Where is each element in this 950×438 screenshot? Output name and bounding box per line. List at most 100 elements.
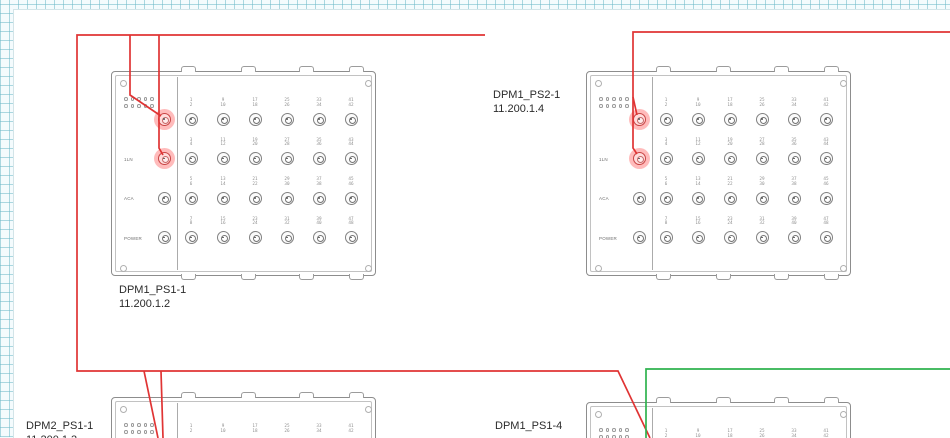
port-2-3[interactable] — [249, 152, 262, 165]
port-2-2[interactable] — [217, 152, 230, 165]
panel-divider — [177, 403, 178, 438]
port-3-4[interactable] — [281, 192, 294, 205]
mount-tab — [349, 392, 364, 398]
port-number: 47 48 — [823, 218, 828, 228]
port-number: 31 32 — [284, 218, 289, 228]
status-led — [625, 97, 629, 101]
port-3-3[interactable] — [724, 192, 737, 205]
port-number: 29 30 — [284, 178, 289, 188]
port-number: 33 34 — [316, 99, 321, 109]
port-1-1[interactable] — [660, 113, 673, 126]
mount-tab — [241, 274, 256, 280]
port-left-4[interactable] — [158, 231, 171, 244]
port-4-3[interactable] — [724, 231, 737, 244]
mount-tab — [241, 392, 256, 398]
port-4-5[interactable] — [313, 231, 326, 244]
port-left-1[interactable] — [633, 113, 646, 126]
port-number: 15 16 — [695, 218, 700, 228]
port-4-4[interactable] — [756, 231, 769, 244]
status-led — [124, 423, 128, 427]
port-3-5[interactable] — [788, 192, 801, 205]
port-number: 21 22 — [252, 178, 257, 188]
port-2-6[interactable] — [345, 152, 358, 165]
port-3-4[interactable] — [756, 192, 769, 205]
port-1-2[interactable] — [217, 113, 230, 126]
port-4-6[interactable] — [820, 231, 833, 244]
port-1-1[interactable] — [185, 113, 198, 126]
port-number: 25 26 — [284, 425, 289, 435]
port-number: 45 46 — [348, 178, 353, 188]
port-2-3[interactable] — [724, 152, 737, 165]
port-number: 35 36 — [791, 139, 796, 149]
mount-ear-right — [849, 84, 867, 266]
port-number: 9 10 — [220, 99, 225, 109]
port-4-2[interactable] — [692, 231, 705, 244]
mount-tab — [349, 274, 364, 280]
port-4-1[interactable] — [660, 231, 673, 244]
corner-screw — [595, 80, 602, 87]
screw-hole — [100, 239, 109, 248]
port-1-4[interactable] — [756, 113, 769, 126]
port-1-3[interactable] — [249, 113, 262, 126]
port-left-3[interactable] — [633, 192, 646, 205]
port-number: 3 4 — [190, 139, 193, 149]
device-ip: 11.200.1.2 — [119, 298, 186, 312]
corner-screw — [840, 411, 847, 418]
port-2-4[interactable] — [281, 152, 294, 165]
ground-clip — [93, 177, 105, 207]
port-2-1[interactable] — [660, 152, 673, 165]
label-dpm2-ps1-1: DPM2_PS1-1 11.200.1.3 — [26, 420, 93, 438]
port-3-6[interactable] — [820, 192, 833, 205]
port-2-5[interactable] — [788, 152, 801, 165]
port-number: 1 2 — [665, 99, 668, 109]
port-4-6[interactable] — [345, 231, 358, 244]
port-1-6[interactable] — [820, 113, 833, 126]
port-2-4[interactable] — [756, 152, 769, 165]
port-left-2[interactable] — [633, 152, 646, 165]
port-1-5[interactable] — [788, 113, 801, 126]
port-1-4[interactable] — [281, 113, 294, 126]
port-number: 29 30 — [759, 178, 764, 188]
port-left-3[interactable] — [158, 192, 171, 205]
port-1-5[interactable] — [313, 113, 326, 126]
port-1-2[interactable] — [692, 113, 705, 126]
port-left-4[interactable] — [633, 231, 646, 244]
port-2-6[interactable] — [820, 152, 833, 165]
faceplate — [590, 406, 847, 438]
mount-tab — [824, 397, 839, 403]
port-4-3[interactable] — [249, 231, 262, 244]
mount-tab — [716, 397, 731, 403]
port-1-6[interactable] — [345, 113, 358, 126]
mount-tab — [349, 66, 364, 72]
status-led — [612, 97, 616, 101]
port-4-5[interactable] — [788, 231, 801, 244]
status-led — [137, 423, 141, 427]
port-3-5[interactable] — [313, 192, 326, 205]
port-number: 41 42 — [348, 425, 353, 435]
port-3-3[interactable] — [249, 192, 262, 205]
status-led — [599, 104, 603, 108]
port-number: 37 38 — [316, 178, 321, 188]
port-4-4[interactable] — [281, 231, 294, 244]
corner-screw — [365, 80, 372, 87]
port-2-5[interactable] — [313, 152, 326, 165]
port-3-6[interactable] — [345, 192, 358, 205]
mount-tab — [774, 66, 789, 72]
port-3-2[interactable] — [692, 192, 705, 205]
port-number: 15 16 — [220, 218, 225, 228]
port-2-2[interactable] — [692, 152, 705, 165]
port-2-1[interactable] — [185, 152, 198, 165]
panel-divider — [652, 77, 653, 270]
port-3-2[interactable] — [217, 192, 230, 205]
port-1-3[interactable] — [724, 113, 737, 126]
port-3-1[interactable] — [660, 192, 673, 205]
port-4-2[interactable] — [217, 231, 230, 244]
screw-hole — [100, 424, 109, 433]
port-left-2[interactable] — [158, 152, 171, 165]
port-4-1[interactable] — [185, 231, 198, 244]
port-3-1[interactable] — [185, 192, 198, 205]
